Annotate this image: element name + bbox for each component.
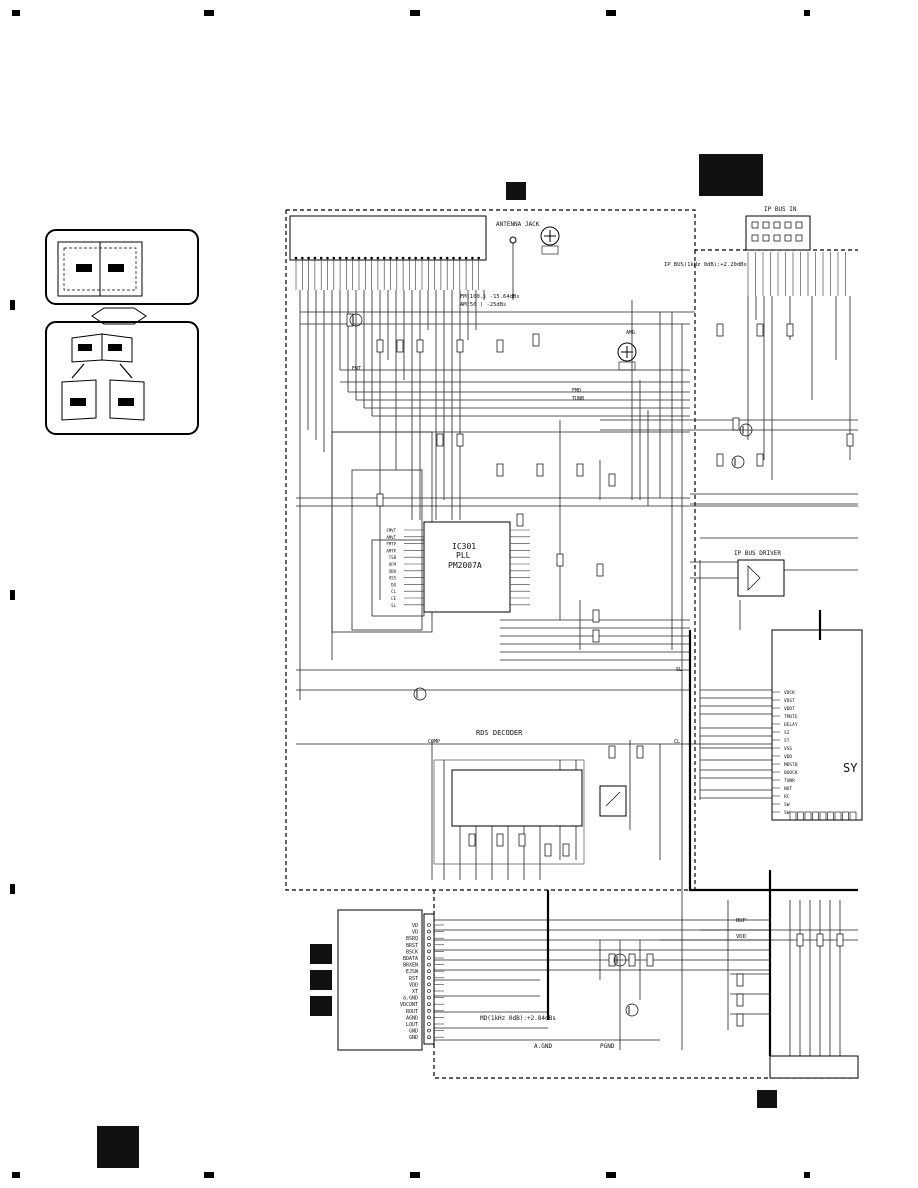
system-pin-label: RC	[784, 794, 790, 800]
system-pin-label: VSS	[784, 746, 792, 752]
ip-bus-connector	[745, 215, 846, 296]
ic-pin-label: AMTP	[386, 548, 396, 553]
ic301-part-label: PM2007A	[448, 561, 482, 570]
section-marker-c	[757, 1090, 777, 1108]
section-marker-a	[506, 182, 526, 200]
bup-label: BUP	[736, 918, 747, 924]
antenna-jack	[509, 226, 637, 371]
connector-pin-label: BDATA	[403, 956, 418, 962]
connector-pin-label: VDD	[409, 982, 418, 988]
ic-pin-label: DO	[391, 582, 396, 587]
cl-label: CL	[674, 739, 680, 745]
tuner-module-boundary	[285, 209, 858, 1079]
side-marker-3	[310, 996, 332, 1016]
comp-label: COMP	[428, 739, 440, 745]
registration-marks	[10, 10, 810, 1178]
side-marker-1	[310, 944, 332, 964]
tuner-pack	[289, 215, 487, 290]
system-pin-label: SW	[784, 810, 790, 816]
page-number-block	[97, 1126, 139, 1168]
connector-pin-label: BSCK	[406, 949, 418, 955]
ip-bus-driver	[737, 559, 785, 597]
page-marker-block	[699, 154, 763, 196]
connector-pin-label: GND	[409, 1035, 418, 1041]
main-connector: VDVDBSRQBRSTBSCKBDATABRXENEJSWRSTVDDXTa.…	[337, 909, 444, 1051]
system-pin-label: MDSTB	[784, 762, 798, 768]
bottom-connector	[769, 1055, 859, 1079]
ic-pin-label: SL	[391, 603, 396, 608]
rds-decoder-label: RDS DECODER	[476, 729, 523, 737]
system-pin-label: NOT	[784, 786, 792, 792]
connector-pin-label: RST	[409, 976, 418, 982]
ic-pin-label: AMVT	[386, 535, 396, 540]
antenna-jack-label: ANTENNA JACK	[496, 221, 540, 228]
page-key-diagram	[45, 229, 199, 435]
connector-pin-label: BRST	[406, 943, 418, 949]
schematic-labels: ANTENNA JACK IP BUS IN IP BUS(1kHz 0dB):…	[352, 206, 858, 1050]
connector-pin-label: AGND	[406, 1015, 418, 1021]
am-level-label: AM(50 ) -25dBs	[460, 302, 506, 308]
md-level-label: MD(1kHz 0dB):+2.84dBs	[480, 1015, 556, 1022]
system-pin-label: TUNR	[784, 778, 795, 784]
side-marker-2	[310, 970, 332, 990]
connector-pin-label: EJSW	[406, 969, 419, 975]
ic301-func-label: PLL	[456, 551, 471, 560]
ic301-ref-label: IC301	[452, 542, 476, 551]
system-pin-label: VDDT	[784, 706, 795, 712]
ic-pin-label: FMVT	[386, 528, 396, 533]
system-pin-label: VDST	[784, 698, 795, 704]
connector-pin-label: BSRQ	[406, 936, 418, 942]
ic-pin-label: VFM	[389, 562, 397, 567]
connector-pin-label: LOUT	[406, 1022, 418, 1028]
connector-pin-label: VD	[412, 923, 418, 929]
connector-pin-label: a.GND	[403, 996, 418, 1002]
ic-pin-label: CL	[391, 589, 396, 594]
connector-pin-label: VDCONT	[400, 1002, 418, 1008]
ic-pin-label: VDD	[389, 569, 397, 574]
fm-level-label: FM(100.) -15.64dBs	[460, 294, 520, 300]
system-pin-label: ST	[784, 738, 790, 744]
system-pin-label: BOOCK	[784, 770, 798, 776]
system-pin-label: VDD	[784, 754, 792, 760]
ic-pin-label: FMTP	[386, 542, 396, 547]
schematic-wires	[296, 290, 858, 1056]
ic-pin-label: TSB	[389, 555, 397, 560]
system-label: SY	[843, 761, 858, 775]
pgnd-label: PGND	[600, 1043, 615, 1050]
connector-pin-label: VD	[412, 930, 418, 936]
system-pin-label: DELAY	[784, 722, 798, 728]
ic-pin-label: CE	[391, 596, 396, 601]
ip-bus-level-label: IP BUS(1kHz 0dB):+2.20dBs	[664, 262, 747, 268]
system-pin-label: TMUTE	[784, 714, 798, 720]
amg-label: AMG	[626, 330, 635, 336]
ewt-label: EWT	[352, 366, 361, 372]
system-pin-label: SW	[784, 802, 790, 808]
ip-bus-driver-label: IP BUS DRIVER	[734, 550, 781, 557]
connector-pin-label: GND	[409, 1029, 418, 1035]
system-pin-label: VDCK	[784, 690, 795, 696]
rds-decoder	[433, 759, 627, 865]
connector-pin-label: XT	[412, 989, 418, 995]
vdd-label: VDD	[736, 934, 746, 940]
connector-pin-label: ROUT	[406, 1009, 418, 1015]
ic-pin-label: VSS	[389, 576, 397, 581]
system-controller: VDCK VDST VDDT TMUTE DELAY SI ST VSS VDD MDSTB BOO…	[771, 629, 863, 821]
ip-bus-in-label: IP BUS IN	[764, 206, 797, 213]
system-pin-label: SI	[784, 730, 790, 736]
tunb-label: TUNB	[572, 396, 584, 402]
fmd-label: FMD	[572, 388, 581, 394]
connector-pin-label: BRXEN	[403, 963, 418, 969]
agnd-label: A.GND	[534, 1043, 552, 1050]
sl-label: SL	[676, 667, 682, 673]
